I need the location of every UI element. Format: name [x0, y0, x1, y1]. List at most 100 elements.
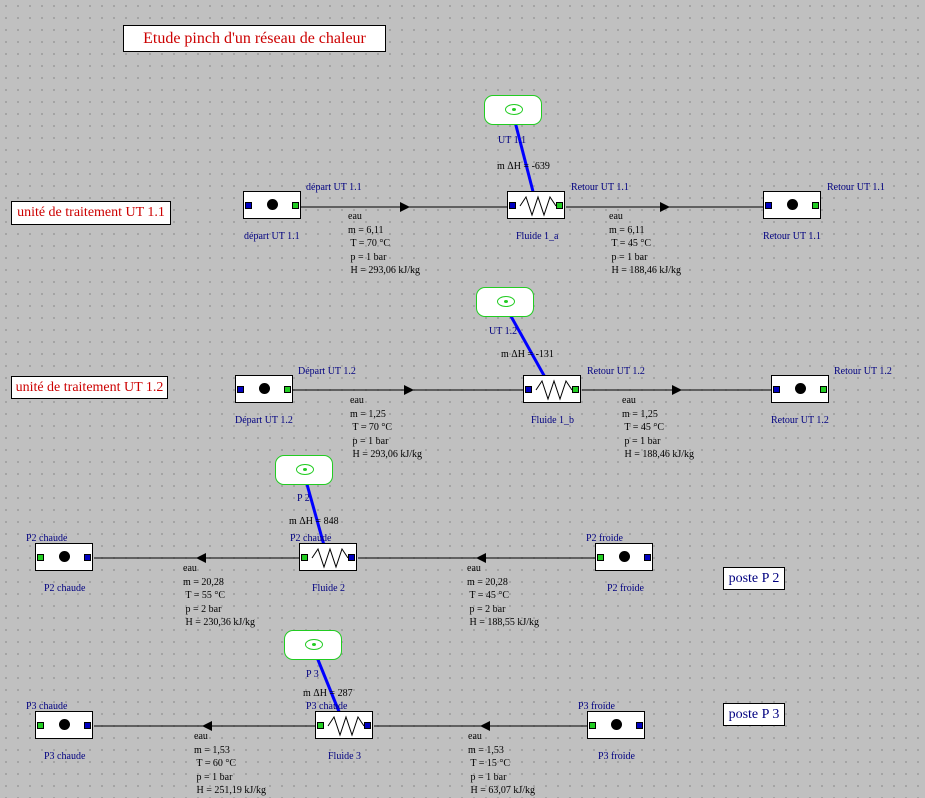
source-node-icon: [59, 551, 70, 562]
inlet-port[interactable]: [589, 722, 596, 729]
heat-exchanger-icon: [327, 715, 365, 737]
inlet-port[interactable]: [245, 202, 252, 209]
component-bottom-label: P2 froide: [607, 583, 644, 594]
inlet-port[interactable]: [525, 386, 532, 393]
inlet-port[interactable]: [301, 554, 308, 561]
source-p3-froide[interactable]: [587, 711, 645, 739]
heat-label: P 3: [306, 669, 319, 680]
source-node-icon: [59, 719, 70, 730]
source-p2-froide[interactable]: [595, 543, 653, 571]
exchanger-top-label: Retour UT 1.1: [571, 182, 629, 193]
component-top-label: P2 froide: [586, 533, 623, 544]
inlet-port[interactable]: [37, 722, 44, 729]
thermal-link-ut11[interactable]: [510, 109, 539, 208]
component-bottom-label: P2 chaude: [44, 583, 86, 594]
component-bottom-label: départ UT 1.1: [244, 231, 300, 242]
component-bottom-label: P3 froide: [598, 751, 635, 762]
outlet-port[interactable]: [84, 554, 91, 561]
unit-label-ut11[interactable]: unité de traitement UT 1.1: [11, 201, 171, 225]
inlet-port[interactable]: [773, 386, 780, 393]
exchanger-top-label: P2 chaude: [290, 533, 332, 544]
outlet-port[interactable]: [820, 386, 827, 393]
flow-arrow-icon: [202, 721, 212, 731]
component-top-label: P3 chaude: [26, 701, 68, 712]
flow-arrow-icon: [400, 202, 410, 212]
stream-state: eau m = 1,53 T = 15 °C p = 1 bar H = 63,…: [468, 731, 536, 796]
component-bottom-label: P3 chaude: [44, 751, 86, 762]
outlet-port[interactable]: [644, 554, 651, 561]
unit-label-ut12[interactable]: unité de traitement UT 1.2: [11, 376, 168, 399]
enthalpy-flow: m ΔH = -131: [501, 349, 554, 360]
exchanger-fluide-1a[interactable]: [507, 191, 565, 219]
inlet-port[interactable]: [37, 554, 44, 561]
component-bottom-label: Retour UT 1.2: [771, 415, 829, 426]
source-node-icon: [787, 199, 798, 210]
source-depart-ut12[interactable]: [235, 375, 293, 403]
exchanger-bottom-label: Fluide 1_a: [516, 231, 559, 242]
enthalpy-flow: m ΔH = 287: [303, 688, 353, 699]
diagram-title: Etude pinch d'un réseau de chaleur: [123, 25, 386, 52]
exchanger-bottom-label: Fluide 1_b: [531, 415, 575, 426]
source-node-icon: [619, 551, 630, 562]
outlet-port[interactable]: [284, 386, 291, 393]
outlet-port[interactable]: [572, 386, 579, 393]
inlet-port[interactable]: [317, 722, 324, 729]
sink-retour-ut11[interactable]: [763, 191, 821, 219]
unit-label-p3[interactable]: poste P 3: [723, 703, 785, 726]
component-bottom-label: Départ UT 1.2: [235, 415, 293, 426]
thermal-coupler-ut11[interactable]: [484, 95, 542, 125]
outlet-port[interactable]: [556, 202, 563, 209]
thermal-coupler-p3[interactable]: [284, 630, 342, 660]
outlet-port[interactable]: [292, 202, 299, 209]
source-node-icon: [259, 383, 270, 394]
component-top-label: Retour UT 1.1: [827, 182, 885, 193]
heat-label: UT 1.1: [498, 135, 527, 146]
component-top-label: P2 chaude: [26, 533, 68, 544]
inlet-port[interactable]: [765, 202, 772, 209]
sink-p3-chaude[interactable]: [35, 711, 93, 739]
outlet-port[interactable]: [348, 554, 355, 561]
component-top-label: Retour UT 1.2: [834, 366, 892, 377]
component-top-label: Départ UT 1.2: [298, 366, 356, 377]
thermal-coupler-icon: [305, 639, 323, 650]
heat-label: P 2: [297, 493, 310, 504]
flow-arrow-icon: [404, 385, 414, 395]
stream-state: eau m = 6,11 T = 70 °C p = 1 bar H = 293…: [348, 211, 421, 276]
component-top-label: départ UT 1.1: [306, 182, 362, 193]
exchanger-bottom-label: Fluide 2: [312, 583, 346, 594]
exchanger-fluide-3[interactable]: [315, 711, 373, 739]
stream-state: eau m = 1,53 T = 60 °C p = 1 bar H = 251…: [194, 731, 267, 796]
thermal-coupler-p2[interactable]: [275, 455, 333, 485]
component-bottom-label: Retour UT 1.1: [763, 231, 821, 242]
thermal-coupler-ut12[interactable]: [476, 287, 534, 317]
source-node-icon: [267, 199, 278, 210]
stream-state: eau m = 20,28 T = 45 °C p = 2 bar H = 18…: [467, 563, 540, 628]
stream-state: eau m = 6,11 T = 45 °C p = 1 bar H = 188…: [609, 211, 682, 276]
outlet-port[interactable]: [636, 722, 643, 729]
inlet-port[interactable]: [509, 202, 516, 209]
inlet-port[interactable]: [597, 554, 604, 561]
unit-label-p2[interactable]: poste P 2: [723, 567, 785, 590]
stream-state: eau m = 20,28 T = 55 °C p = 2 bar H = 23…: [183, 563, 256, 628]
outlet-port[interactable]: [84, 722, 91, 729]
enthalpy-flow: m ΔH = 848: [289, 516, 339, 527]
flow-arrow-icon: [480, 721, 490, 731]
flow-arrow-icon: [476, 553, 486, 563]
thermal-coupler-icon: [497, 296, 515, 307]
exchanger-top-label: P3 chaude: [306, 701, 348, 712]
thermal-coupler-icon: [505, 104, 523, 115]
sink-retour-ut12[interactable]: [771, 375, 829, 403]
sink-p2-chaude[interactable]: [35, 543, 93, 571]
outlet-port[interactable]: [364, 722, 371, 729]
source-node-icon: [795, 383, 806, 394]
stream-state: eau m = 1,25 T = 70 °C p = 1 bar H = 293…: [350, 395, 423, 460]
inlet-port[interactable]: [237, 386, 244, 393]
exchanger-fluide-2[interactable]: [299, 543, 357, 571]
stream-state: eau m = 1,25 T = 45 °C p = 1 bar H = 188…: [622, 395, 695, 460]
heat-exchanger-icon: [535, 379, 573, 401]
outlet-port[interactable]: [812, 202, 819, 209]
source-depart-ut11[interactable]: [243, 191, 301, 219]
exchanger-fluide-1b[interactable]: [523, 375, 581, 403]
enthalpy-flow: m ΔH = -639: [497, 161, 550, 172]
flow-arrow-icon: [660, 202, 670, 212]
